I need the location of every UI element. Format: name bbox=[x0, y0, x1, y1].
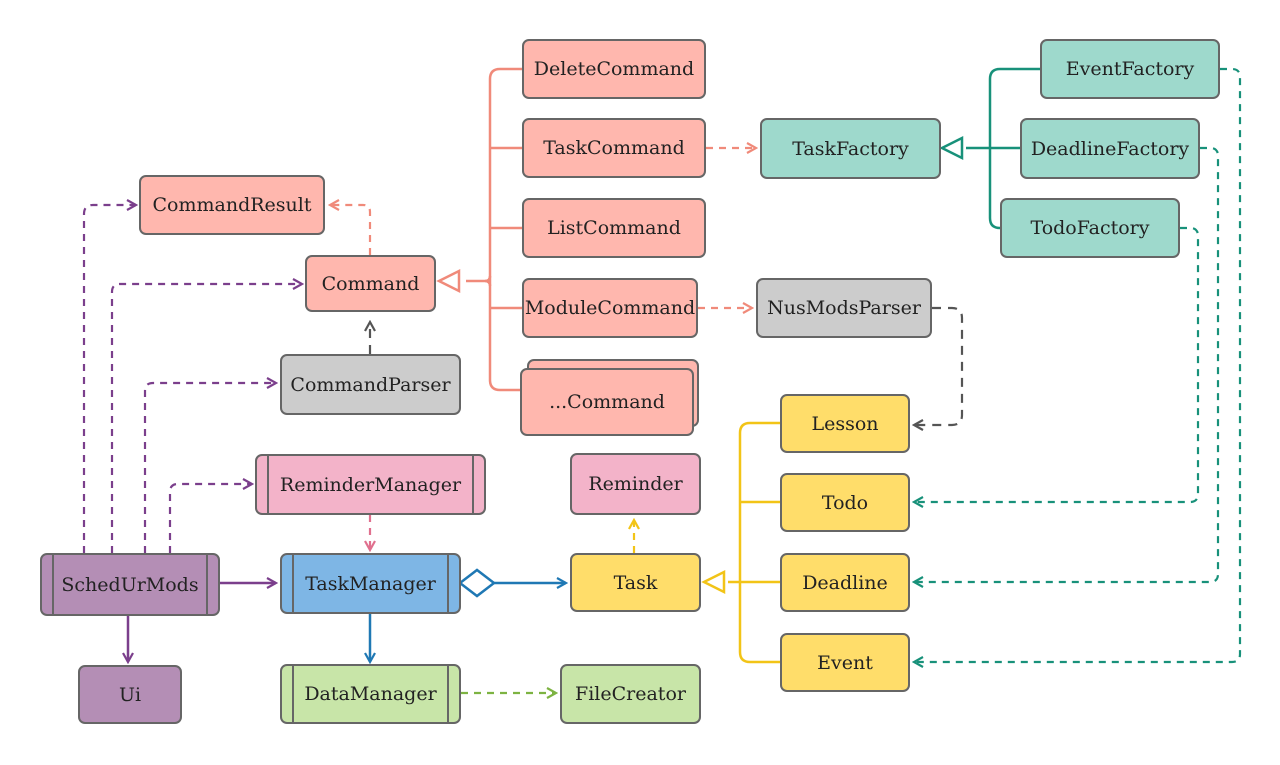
node-label: Task bbox=[613, 571, 658, 594]
task-command-node[interactable]: TaskCommand bbox=[522, 118, 706, 178]
node-label: DeadlineFactory bbox=[1030, 137, 1190, 160]
file-creator-node[interactable]: FileCreator bbox=[560, 664, 701, 724]
node-label: ModuleCommand bbox=[524, 297, 696, 319]
task-inheritance-edges bbox=[701, 421, 780, 664]
event-factory-node[interactable]: EventFactory bbox=[1040, 39, 1220, 99]
delete-command-node[interactable]: DeleteCommand bbox=[522, 39, 706, 99]
nus-mods-parser-node[interactable]: NusModsParser bbox=[756, 278, 932, 338]
task-node[interactable]: Task bbox=[570, 553, 701, 612]
factory-dependency-edges bbox=[914, 67, 1242, 662]
sched-ur-mods-node[interactable]: SchedUrMods bbox=[40, 553, 220, 616]
node-label: Reminder bbox=[588, 473, 683, 495]
node-label: Event bbox=[817, 651, 873, 674]
task-factory-node[interactable]: TaskFactory bbox=[760, 118, 941, 179]
node-label: SchedUrMods bbox=[61, 573, 199, 596]
etc-command-node[interactable]: ...Command bbox=[520, 368, 694, 436]
module-command-node[interactable]: ModuleCommand bbox=[522, 278, 698, 338]
node-label: CommandParser bbox=[290, 373, 451, 396]
node-label: Command bbox=[321, 272, 420, 295]
reminder-node[interactable]: Reminder bbox=[570, 453, 701, 515]
deadline-factory-node[interactable]: DeadlineFactory bbox=[1020, 118, 1200, 179]
node-label: TodoFactory bbox=[1030, 217, 1150, 239]
data-manager-node[interactable]: DataManager bbox=[280, 664, 461, 724]
reminder-edges bbox=[370, 515, 634, 553]
task-manager-edges bbox=[370, 568, 566, 662]
node-label: Ui bbox=[118, 683, 142, 706]
node-label: DeleteCommand bbox=[533, 58, 695, 80]
command-inheritance-edges bbox=[436, 67, 522, 392]
node-label: ListCommand bbox=[547, 217, 681, 239]
list-command-node[interactable]: ListCommand bbox=[522, 198, 706, 258]
node-label: TaskFactory bbox=[792, 137, 909, 160]
command-node[interactable]: Command bbox=[305, 255, 436, 312]
lesson-node[interactable]: Lesson bbox=[780, 394, 910, 453]
node-label: Lesson bbox=[811, 412, 879, 435]
node-label: FileCreator bbox=[575, 683, 686, 705]
parser-dependency-edges bbox=[370, 306, 964, 425]
reminder-manager-node[interactable]: ReminderManager bbox=[255, 454, 486, 515]
task-manager-node[interactable]: TaskManager bbox=[280, 553, 461, 614]
todo-node[interactable]: Todo bbox=[780, 473, 910, 532]
node-label: EventFactory bbox=[1065, 58, 1195, 80]
node-label: Todo bbox=[821, 491, 869, 514]
node-label: DataManager bbox=[304, 683, 437, 705]
node-label: Deadline bbox=[802, 571, 888, 594]
main-association-edges bbox=[128, 583, 276, 662]
node-label: NusModsParser bbox=[767, 297, 921, 319]
main-dependency-edges bbox=[82, 205, 302, 553]
command-parser-node[interactable]: CommandParser bbox=[280, 354, 461, 415]
ui-node[interactable]: Ui bbox=[78, 665, 182, 724]
event-node[interactable]: Event bbox=[780, 633, 910, 692]
command-result-node[interactable]: CommandResult bbox=[139, 175, 325, 235]
command-dependency-edges bbox=[330, 148, 756, 308]
todo-factory-node[interactable]: TodoFactory bbox=[1000, 198, 1180, 258]
node-label: TaskManager bbox=[305, 572, 436, 595]
node-label: CommandResult bbox=[152, 194, 312, 216]
node-label: TaskCommand bbox=[543, 137, 685, 159]
factory-inheritance-edges bbox=[939, 67, 1040, 230]
node-label: ...Command bbox=[549, 391, 665, 413]
deadline-node[interactable]: Deadline bbox=[780, 553, 910, 612]
node-label: ReminderManager bbox=[279, 473, 462, 496]
